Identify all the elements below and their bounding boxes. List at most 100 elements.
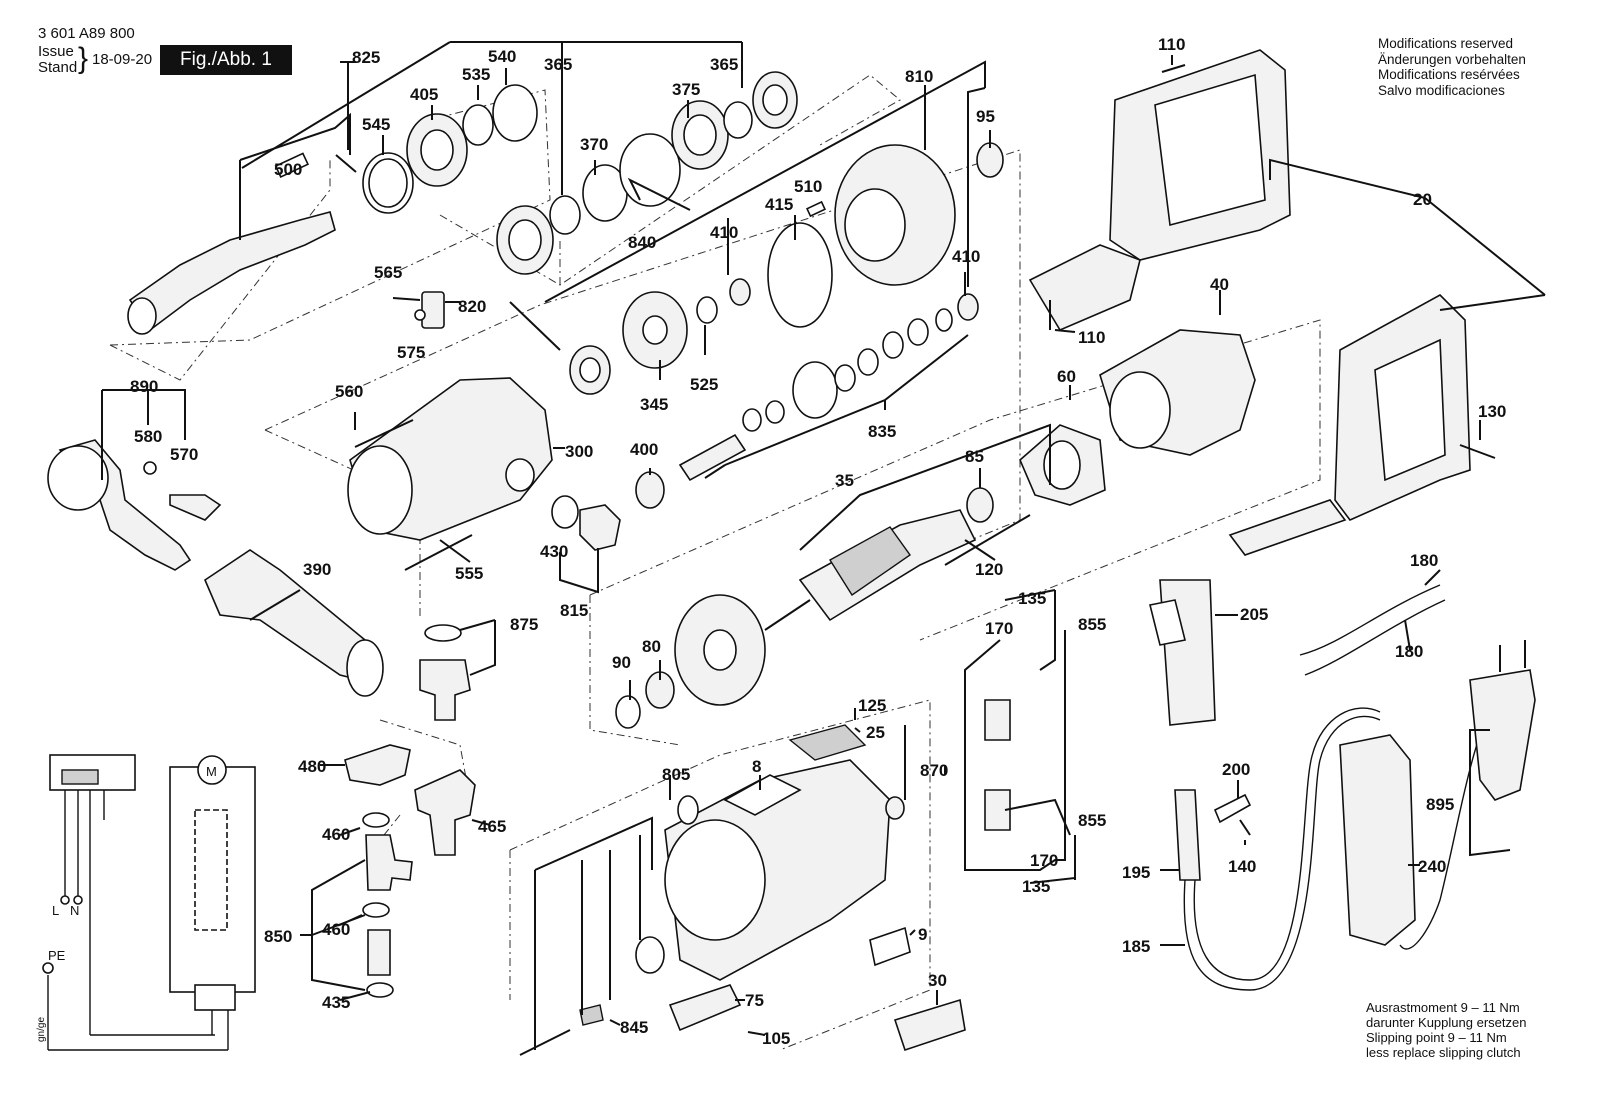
note-line: Änderungen vorbehalten bbox=[1378, 51, 1526, 67]
part-label-415: 415 bbox=[765, 195, 793, 214]
part-label-110: 110 bbox=[1078, 328, 1105, 347]
part-label-500: 500 bbox=[274, 160, 302, 179]
wire-color-label: gn/ge bbox=[36, 1017, 47, 1042]
part-label-510: 510 bbox=[794, 177, 822, 196]
part-label-465: 465 bbox=[478, 817, 506, 836]
part-label-540: 540 bbox=[488, 47, 516, 66]
part-label-195: 195 bbox=[1122, 863, 1150, 882]
part-label-820: 820 bbox=[458, 297, 486, 316]
part-label-35: 35 bbox=[835, 471, 854, 490]
part-label-180: 180 bbox=[1410, 551, 1438, 570]
part-label-120: 120 bbox=[975, 560, 1003, 579]
leader-lines bbox=[101, 41, 1546, 1050]
part-label-25: 25 bbox=[866, 723, 885, 742]
part-label-545: 545 bbox=[362, 115, 390, 134]
part-label-825: 825 bbox=[352, 48, 380, 67]
part-label-200: 200 bbox=[1222, 760, 1250, 779]
part-label-95: 95 bbox=[976, 107, 995, 126]
part-label-875: 875 bbox=[510, 615, 538, 634]
part-label-90: 90 bbox=[612, 653, 631, 672]
wiring-schematic bbox=[42, 754, 256, 1051]
part-label-60: 60 bbox=[1057, 367, 1076, 386]
part-label-170: 170 bbox=[1030, 851, 1058, 870]
part-label-810: 810 bbox=[905, 67, 933, 86]
part-label-535: 535 bbox=[462, 65, 490, 84]
part-label-555: 555 bbox=[455, 564, 483, 583]
part-label-845: 845 bbox=[620, 1018, 648, 1037]
issue-date: 18-09-20 bbox=[92, 51, 153, 68]
part-label-130: 130 bbox=[1478, 402, 1506, 421]
part-label-435: 435 bbox=[322, 993, 350, 1012]
part-label-9: 9 bbox=[918, 925, 927, 944]
note-line: Modifications resérvées bbox=[1378, 67, 1520, 82]
part-label-365: 365 bbox=[710, 55, 738, 74]
part-label-30: 30 bbox=[928, 971, 947, 990]
part-label-410: 410 bbox=[710, 223, 738, 242]
part-label-180: 180 bbox=[1395, 642, 1423, 661]
part-label-375: 375 bbox=[672, 80, 700, 99]
part-label-140: 140 bbox=[1228, 857, 1256, 876]
part-label-135: 135 bbox=[1018, 589, 1046, 608]
part-label-85: 85 bbox=[965, 447, 984, 466]
part-label-890: 890 bbox=[130, 377, 158, 396]
part-label-805: 805 bbox=[662, 765, 690, 784]
part-label-300: 300 bbox=[565, 442, 593, 461]
terminal-n-label: N bbox=[70, 903, 79, 918]
terminal-l-label: L bbox=[52, 903, 59, 918]
part-number: 3 601 A89 800 bbox=[38, 25, 135, 42]
part-label-365: 365 bbox=[544, 55, 572, 74]
part-label-405: 405 bbox=[410, 85, 438, 104]
part-label-580: 580 bbox=[134, 427, 162, 446]
part-label-855: 855 bbox=[1078, 811, 1106, 830]
part-label-240: 240 bbox=[1418, 857, 1446, 876]
part-label-345: 345 bbox=[640, 395, 668, 414]
part-label-895: 895 bbox=[1426, 795, 1454, 814]
modifications-note: Modifications reserved Änderungen vorbeh… bbox=[1378, 36, 1526, 98]
part-label-20: 20 bbox=[1413, 190, 1432, 209]
part-label-560: 560 bbox=[335, 382, 363, 401]
part-label-135: 135 bbox=[1022, 877, 1050, 896]
note-line: less replace slipping clutch bbox=[1366, 1045, 1521, 1060]
part-label-850: 850 bbox=[264, 927, 292, 946]
part-label-570: 570 bbox=[170, 445, 198, 464]
note-line: Slipping point 9 – 11 Nm bbox=[1366, 1030, 1507, 1045]
part-label-125: 125 bbox=[858, 696, 886, 715]
part-label-75: 75 bbox=[745, 991, 764, 1010]
part-label-390: 390 bbox=[303, 560, 331, 579]
part-label-575: 575 bbox=[397, 343, 425, 362]
part-label-460: 460 bbox=[322, 920, 350, 939]
part-label-840: 840 bbox=[628, 233, 656, 252]
part-label-40: 40 bbox=[1210, 275, 1229, 294]
tool-holder-part bbox=[127, 152, 336, 335]
part-label-370: 370 bbox=[580, 135, 608, 154]
part-label-105: 105 bbox=[762, 1029, 790, 1048]
part-drawings bbox=[47, 49, 1536, 1056]
part-label-400: 400 bbox=[630, 440, 658, 459]
part-label-430: 430 bbox=[540, 542, 568, 561]
figure-label: Fig./Abb. 1 bbox=[160, 45, 292, 75]
note-line: Modifications reserved bbox=[1378, 36, 1514, 51]
part-label-815: 815 bbox=[560, 601, 588, 620]
part-label-110: 110 bbox=[1158, 35, 1185, 54]
part-label-205: 205 bbox=[1240, 605, 1268, 624]
part-label-185: 185 bbox=[1122, 937, 1150, 956]
note-line: Ausrastmoment 9 – 11 Nm bbox=[1366, 1000, 1520, 1015]
part-label-480: 480 bbox=[298, 757, 326, 776]
part-label-565: 565 bbox=[374, 263, 402, 282]
part-label-410: 410 bbox=[952, 247, 980, 266]
motor-symbol: M bbox=[206, 764, 217, 779]
note-line: darunter Kupplung ersetzen bbox=[1366, 1015, 1527, 1030]
note-line: Salvo modificaciones bbox=[1378, 82, 1505, 98]
part-label-80: 80 bbox=[642, 637, 661, 656]
part-label-460: 460 bbox=[322, 825, 350, 844]
stand-label: Stand bbox=[38, 59, 78, 76]
issue-label: Issue bbox=[38, 43, 74, 60]
part-label-170: 170 bbox=[985, 619, 1013, 638]
issue-brace: } bbox=[78, 42, 89, 75]
part-label-855: 855 bbox=[1078, 615, 1106, 634]
part-label-525: 525 bbox=[690, 375, 718, 394]
terminal-pe-label: PE bbox=[48, 948, 66, 963]
part-label-8: 8 bbox=[752, 757, 761, 776]
